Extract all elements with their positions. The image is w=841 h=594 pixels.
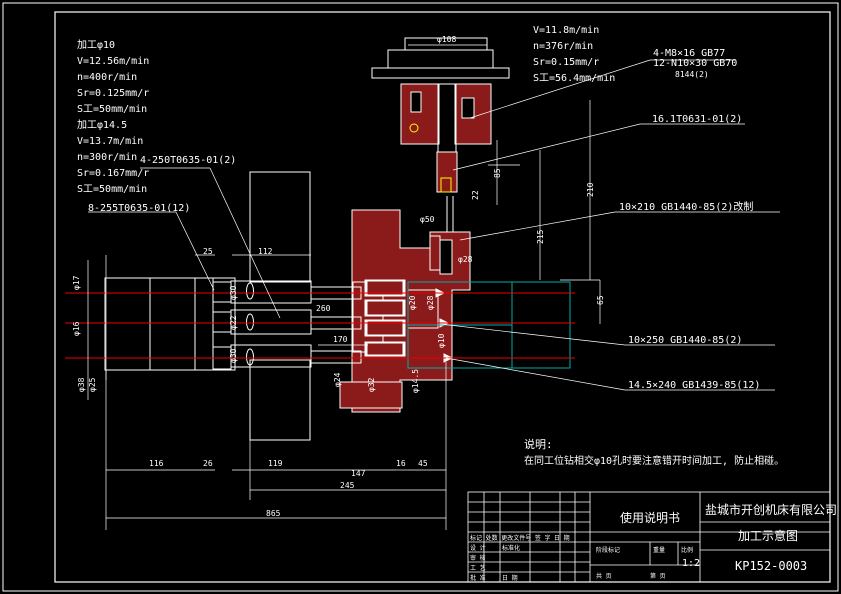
callout-drill-a: 10×210 GB1440-85(2)改制 [619,200,753,213]
dim-147: 147 [351,469,366,478]
dim-25: 25 [203,247,213,256]
scale-value: 1:2 [682,558,700,569]
stage-label: 阶段标记 [596,546,620,554]
dim-22: 22 [471,190,480,200]
spec-right-line: V=11.8m/min [533,25,599,36]
dim-85: 85 [493,168,502,178]
revision-row: 标记 处数 更改文件号 签 字 日 期 [470,534,570,542]
callout-drill-b: 10×250 GB1440-85(2) [628,335,742,346]
dim-phi108: φ108 [437,35,456,44]
row-design: 设 计 [470,544,486,552]
sheets-total: 共 页 [596,572,612,580]
dim-phi25: φ25 [88,377,97,392]
spec-left-line: S工=50mm/min [77,184,147,195]
dim-170: 170 [333,335,348,344]
dim-45: 45 [418,459,428,468]
leader-lines [88,59,780,391]
dimension-texts: φ108 85 22 210 φ50 215 φ28 65 25 112 260… [72,35,605,518]
inner-border [54,11,831,583]
dim-260: 260 [316,304,331,313]
spec-left-line: n=400r/min [77,72,137,83]
dim-phi16: φ16 [72,321,81,336]
dim-phi10: φ10 [437,333,446,348]
row-approve: 批 准 [470,574,486,582]
note-title: 说明: [524,437,553,451]
row-craft: 工 艺 [470,564,486,572]
callout-part-a: 16.1T0631-01(2) [652,114,742,125]
centerlines [65,292,575,359]
note-body: 在同工位钻相交φ10孔时要注意错开时间加工, 防止相碰。 [524,454,784,467]
dim-16: 16 [396,459,406,468]
dimension-lines [87,44,601,530]
spec-left-line: Sr=0.167mm/r [77,168,149,179]
dim-phi14-5: φ14.5 [411,369,420,393]
spec-right-line: S工=56.4mm/min [533,73,615,84]
dim-phi17: φ17 [72,275,81,290]
dim-245: 245 [340,481,355,490]
dim-26: 26 [203,459,213,468]
dim-phi50: φ50 [420,215,435,224]
dim-119: 119 [268,459,283,468]
callout-qty: 8144(2) [675,70,709,79]
spec-left-line: 加工φ14.5 [77,119,127,131]
dim-215: 215 [536,229,545,244]
dim-phi30-b: φ30 [229,348,238,363]
scale-label: 比例 [681,546,693,554]
weight-label: 重量 [653,546,665,554]
spec-right-line: Sr=0.15mm/r [533,57,599,68]
dim-116: 116 [149,459,164,468]
company-name: 盐城市开创机床有限公司 [705,502,837,517]
dim-phi24: φ24 [333,372,342,387]
spec-left-line: 加工φ10 [77,39,115,51]
spec-left-line: S工=50mm/min [77,104,147,115]
dim-phi38: φ38 [77,377,86,392]
dim-210: 210 [586,182,595,197]
spec-left-block: 加工φ10 V=12.56m/min n=400r/min Sr=0.125mm… [77,39,149,195]
row-check: 审 核 [470,554,486,562]
workpiece-outline [407,281,571,369]
spindle-head [371,37,510,235]
callout-screw: 4-M8×16 GB77 [653,48,725,59]
spec-right-line: n=376r/min [533,41,593,52]
dim-phi30: φ30 [229,285,238,300]
title-block [467,491,831,583]
spec-left-line: Sr=0.125mm/r [77,88,149,99]
drawing-number: KP152-0003 [735,559,807,573]
sheet-number: 第 页 [650,572,666,580]
note-block: 说明: 在同工位钻相交φ10孔时要注意错开时间加工, 防止相碰。 [524,437,784,467]
row-date: 日 期 [502,574,518,582]
dim-phi32: φ32 [367,377,376,392]
dim-phi22: φ22 [229,315,238,330]
row-std: 标准化 [502,544,520,552]
spec-left-line: V=12.56m/min [77,56,149,67]
dim-phi28-b: φ28 [426,295,435,310]
spec-left-line: n=300r/min [77,152,137,163]
dim-865: 865 [266,509,281,518]
callout-key: 12-N10×30 GB70 [653,58,737,69]
drawing-name: 加工示意图 [738,528,798,543]
spec-left-line: V=13.7m/min [77,136,143,147]
column-body [339,209,471,413]
dim-65: 65 [596,295,605,305]
callout-drill-c: 14.5×240 GB1439-85(12) [628,380,760,391]
dim-phi20: φ20 [408,295,417,310]
spec-right-block: V=11.8m/min n=376r/min Sr=0.15mm/r S工=56… [533,25,615,84]
callout-part-b: 4-250T0635-01(2) [140,155,236,166]
doc-name: 使用说明书 [620,510,680,525]
title-block-texts: 使用说明书 盐城市开创机床有限公司 加工示意图 KP152-0003 1:2 标… [470,502,837,582]
callouts: 4-M8×16 GB77 12-N10×30 GB70 8144(2) 16.1… [88,48,760,391]
dim-phi28: φ28 [458,255,473,264]
callout-part-c: 8-255T0635-01(12) [88,203,190,214]
dim-112: 112 [258,247,273,256]
